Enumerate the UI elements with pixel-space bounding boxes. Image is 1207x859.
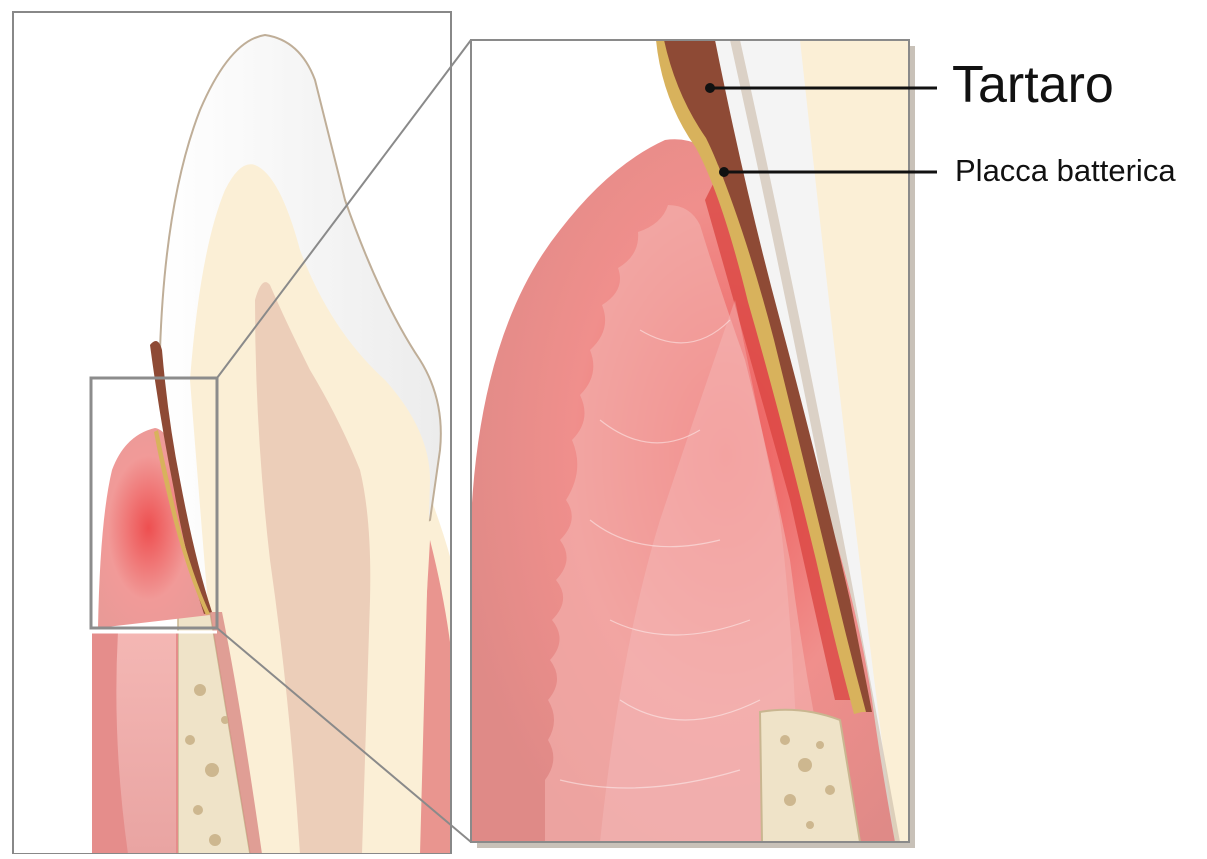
callout-dot-tartaro <box>705 83 715 93</box>
label-placca-batterica: Placca batterica <box>955 152 1176 190</box>
zoom-panel <box>471 40 915 848</box>
gum-lower-left-light <box>116 632 176 854</box>
callout-dot-placca <box>719 167 729 177</box>
overview-panel <box>13 12 451 854</box>
label-tartaro: Tartaro <box>952 55 1114 115</box>
